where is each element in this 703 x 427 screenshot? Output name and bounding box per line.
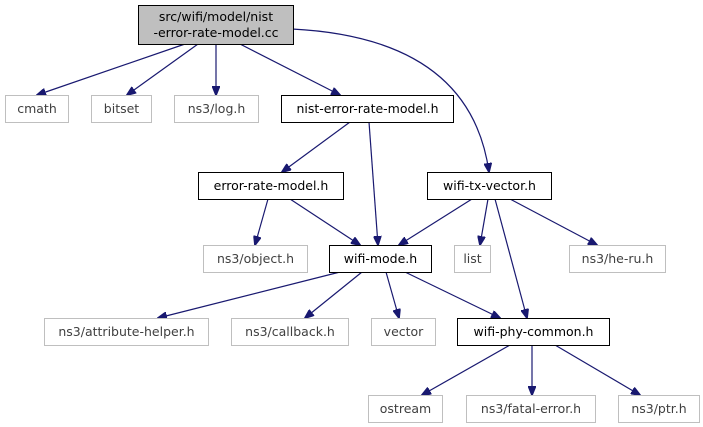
- edge-mode-to-callback: [305, 271, 363, 318]
- edge-mode-to-attr: [158, 271, 341, 318]
- node-phycommon[interactable]: wifi-phy-common.h: [457, 318, 610, 346]
- node-errrate[interactable]: error-rate-model.h: [198, 172, 344, 200]
- node-box: [427, 172, 552, 200]
- edge-root-to-nist: [239, 43, 340, 95]
- node-label: nist-error-rate-model.h: [296, 101, 438, 116]
- node-label: vector: [384, 324, 425, 339]
- node-ostream: ostream: [368, 395, 443, 423]
- edge-nist-to-errrate: [282, 121, 351, 172]
- edge-txvec-to-phycommon: [494, 198, 527, 318]
- node-cmath: cmath: [5, 95, 69, 123]
- node-box: [198, 172, 344, 200]
- node-box: [329, 245, 432, 273]
- node-root[interactable]: src/wifi/model/nist-error-rate-model.cc: [138, 5, 294, 45]
- node-label: ns3/log.h: [188, 101, 246, 116]
- node-list: list: [454, 245, 491, 273]
- node-box: [5, 95, 69, 123]
- node-label: ns3/object.h: [217, 251, 294, 266]
- node-label: wifi-phy-common.h: [474, 324, 594, 339]
- node-box: [368, 395, 443, 423]
- node-heru: ns3/he-ru.h: [569, 245, 666, 273]
- node-txvec[interactable]: wifi-tx-vector.h: [427, 172, 552, 200]
- node-label: ns3/he-ru.h: [582, 251, 654, 266]
- node-label: list: [463, 251, 481, 266]
- node-ptr: ns3/ptr.h: [618, 395, 700, 423]
- node-box: [44, 318, 209, 346]
- node-label: wifi-tx-vector.h: [443, 178, 536, 193]
- node-object: ns3/object.h: [203, 245, 308, 273]
- nodes-layer: src/wifi/model/nist-error-rate-model.cc c…: [5, 5, 700, 423]
- edge-root-to-bitset: [127, 43, 199, 95]
- node-box: [138, 5, 294, 45]
- node-callback: ns3/callback.h: [231, 318, 349, 346]
- edge-errrate-to-mode: [289, 198, 360, 245]
- node-vector: vector: [371, 318, 436, 346]
- node-box: [281, 95, 454, 123]
- edges-layer: [37, 28, 640, 395]
- edge-mode-to-vector: [385, 271, 399, 318]
- node-label: ns3/ptr.h: [631, 401, 686, 416]
- node-box: [203, 245, 308, 273]
- node-label: bitset: [104, 101, 140, 116]
- node-label: ostream: [380, 401, 431, 416]
- node-bitset: bitset: [91, 95, 152, 123]
- node-label: ns3/callback.h: [245, 324, 335, 339]
- node-box: [569, 245, 666, 273]
- edge-nist-to-mode: [368, 121, 378, 245]
- node-box: [371, 318, 436, 346]
- node-label: ns3/fatal-error.h: [481, 401, 581, 416]
- node-box: [91, 95, 152, 123]
- node-label: ns3/attribute-helper.h: [58, 324, 194, 339]
- node-box: [174, 95, 259, 123]
- edge-txvec-to-list: [480, 198, 489, 245]
- edge-phycommon-to-ptr: [554, 344, 640, 395]
- edge-phycommon-to-ostream: [422, 344, 511, 395]
- edge-errrate-to-object: [255, 198, 269, 245]
- node-box: [231, 318, 349, 346]
- node-attr: ns3/attribute-helper.h: [44, 318, 209, 346]
- node-mode[interactable]: wifi-mode.h: [329, 245, 432, 273]
- node-nist[interactable]: nist-error-rate-model.h: [281, 95, 454, 123]
- node-label: error-rate-model.h: [214, 178, 329, 193]
- node-label: cmath: [17, 101, 57, 116]
- edge-root-to-cmath: [37, 43, 186, 95]
- node-label: wifi-mode.h: [344, 251, 417, 266]
- node-label: src/wifi/model/nist: [159, 9, 273, 24]
- node-box: [618, 395, 700, 423]
- node-ns3log: ns3/log.h: [174, 95, 259, 123]
- edge-txvec-to-mode: [399, 198, 473, 245]
- node-box: [454, 245, 491, 273]
- edge-root-to-txvec: [291, 28, 489, 172]
- edge-txvec-to-heru: [509, 198, 597, 245]
- node-box: [457, 318, 610, 346]
- node-fatal: ns3/fatal-error.h: [466, 395, 596, 423]
- node-box: [466, 395, 596, 423]
- edge-mode-to-phycommon: [404, 271, 500, 318]
- node-label: -error-rate-model.cc: [153, 25, 278, 40]
